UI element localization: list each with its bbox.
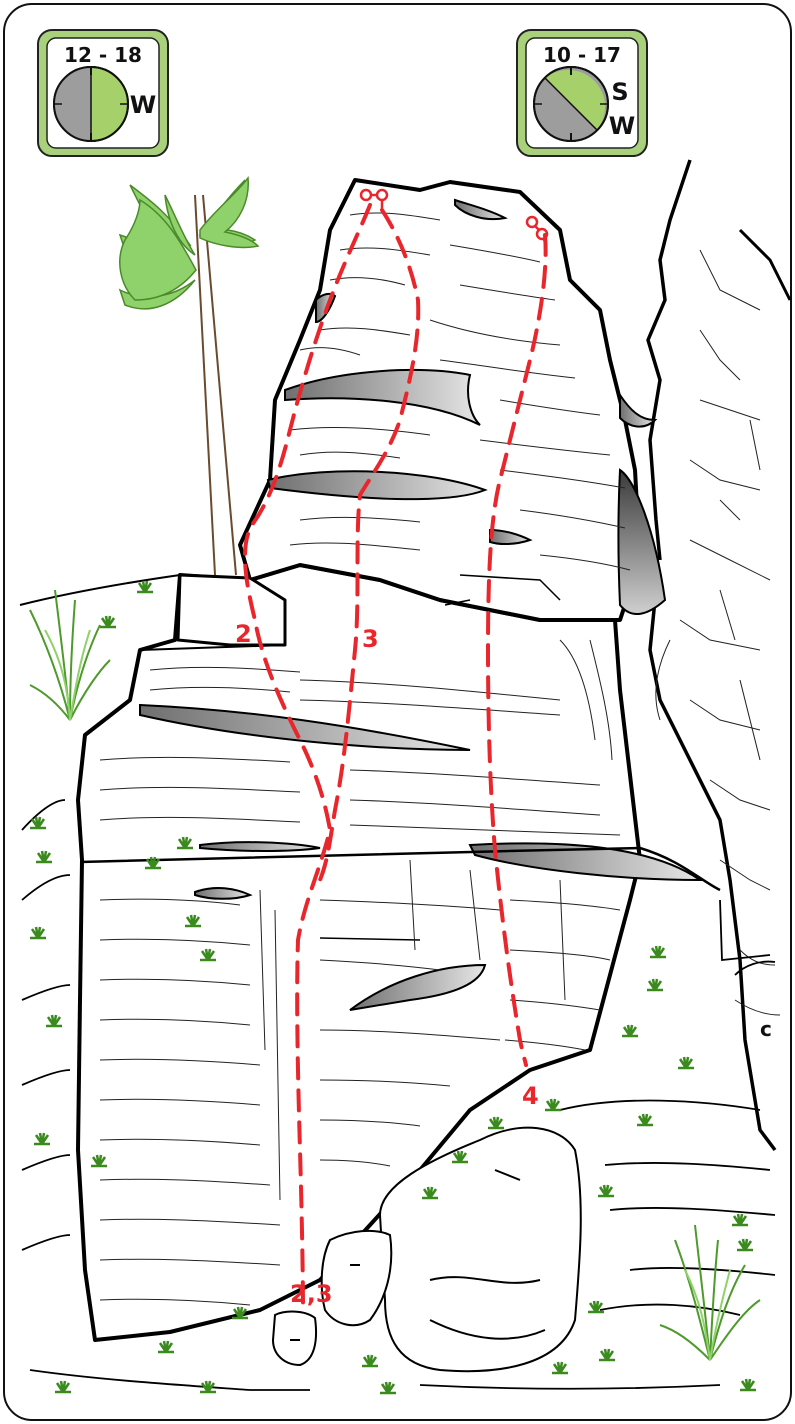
sun-badge-west: 12 - 18 W: [38, 30, 168, 156]
sun-aspect-1: W: [130, 91, 156, 119]
sun-badge-southwest: 10 - 17 S W: [517, 30, 647, 156]
sun-hours-1: 12 - 18: [64, 43, 142, 67]
route-label-2-3: 2,3: [290, 1280, 333, 1308]
route-label-3: 3: [362, 625, 379, 653]
sun-aspect-2a: S: [611, 78, 628, 106]
sun-aspect-2b: W: [609, 112, 635, 140]
route-label-4: 4: [522, 1082, 539, 1110]
sun-dial-icon: [54, 67, 128, 141]
sun-hours-2: 10 - 17: [543, 43, 621, 67]
sun-dial-icon: [534, 67, 608, 141]
route-label-2: 2: [235, 620, 252, 648]
edge-label: c: [760, 1017, 772, 1041]
